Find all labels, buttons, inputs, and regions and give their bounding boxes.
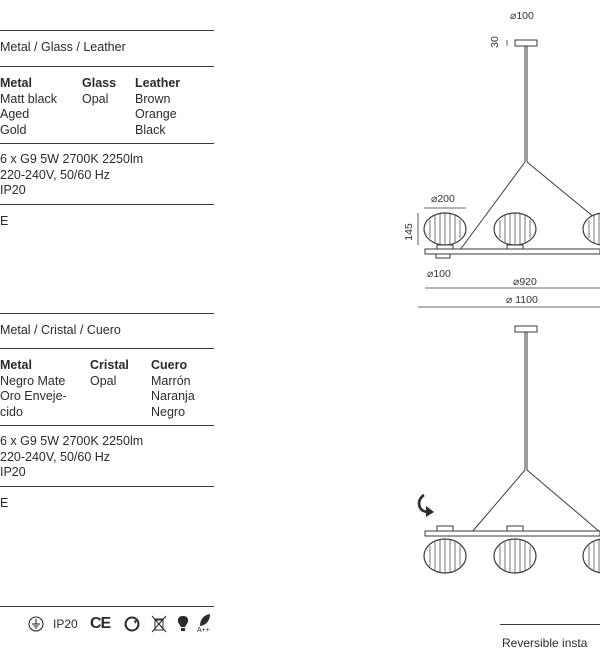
lamp-holder bbox=[506, 525, 524, 532]
shade-height-label: 145 bbox=[402, 223, 415, 241]
lamp-holder bbox=[436, 525, 454, 532]
divider bbox=[0, 30, 214, 31]
finish-item: Brown bbox=[135, 91, 171, 106]
spec-line: IP20 bbox=[0, 183, 26, 197]
support-cable bbox=[471, 469, 526, 533]
divider bbox=[500, 624, 600, 625]
spec-line: 6 x G9 5W 2700K 2250lm bbox=[0, 152, 144, 166]
finish-item: Marrón bbox=[151, 373, 191, 388]
technical-drawing-top bbox=[417, 39, 600, 308]
glass-shade bbox=[582, 538, 600, 574]
horizontal-bar bbox=[424, 248, 600, 255]
finish-column-metal-es: Metal Negro Mate Oro Enveje- cido bbox=[0, 358, 67, 420]
horizontal-bar bbox=[424, 530, 600, 537]
finish-column-cuero-es: Cuero Marrón Naranja Negro bbox=[151, 358, 195, 420]
glass-shade bbox=[423, 538, 467, 574]
inner-span-label: ⌀920 bbox=[513, 276, 537, 288]
rotate-arrow-icon bbox=[417, 493, 434, 517]
holder-diameter-label: ⌀100 bbox=[427, 268, 451, 280]
finish-item: Opal bbox=[90, 373, 117, 388]
bulb-icon bbox=[177, 616, 189, 631]
divider bbox=[0, 204, 214, 205]
finish-item: Negro Mate bbox=[0, 373, 66, 388]
certification-row: IP20 CE A++ bbox=[28, 612, 218, 638]
column-header: Glass bbox=[82, 76, 117, 90]
finish-item: Naranja bbox=[151, 389, 195, 403]
recycle-icon bbox=[124, 616, 140, 632]
finish-item: Opal bbox=[82, 91, 109, 106]
finish-item: Oro Enveje- bbox=[0, 389, 67, 403]
reversible-installation-label: Reversible insta bbox=[502, 636, 588, 650]
ceiling-canopy bbox=[514, 325, 538, 333]
materials-heading-es: Metal / Cristal / Cuero bbox=[0, 323, 121, 337]
technical-drawing-bottom bbox=[417, 325, 600, 574]
divider bbox=[0, 66, 214, 67]
canopy-height-label: 30 bbox=[488, 36, 501, 48]
glass-shade bbox=[493, 538, 537, 574]
spec-line: IP20 bbox=[0, 465, 26, 479]
specs-en: 6 x G9 5W 2700K 2250lm 220-240V, 50/60 H… bbox=[0, 152, 143, 199]
finish-column-leather-en: Leather Brown Orange Black bbox=[135, 76, 180, 138]
ce-mark-icon: CE bbox=[90, 615, 111, 632]
column-header: Cristal bbox=[90, 358, 129, 372]
support-cable bbox=[459, 161, 526, 251]
finish-column-cristal-es: Cristal Opal bbox=[90, 358, 129, 389]
canopy-diameter-label: ⌀100 bbox=[510, 10, 534, 22]
column-header: Metal bbox=[0, 76, 32, 90]
finish-item: Orange bbox=[135, 107, 177, 121]
divider bbox=[0, 486, 214, 487]
column-header: Cuero bbox=[151, 358, 188, 372]
divider bbox=[0, 348, 214, 349]
finish-item: cido bbox=[0, 404, 23, 419]
glass-shade bbox=[582, 212, 600, 246]
shade-diameter-label: ⌀200 bbox=[431, 193, 455, 205]
support-cable bbox=[526, 469, 600, 533]
truncated-text-es: E bbox=[0, 496, 9, 510]
divider bbox=[0, 143, 214, 144]
spec-line: 220-240V, 50/60 Hz bbox=[0, 449, 111, 464]
finish-item: Black bbox=[135, 122, 166, 137]
weee-bin-icon bbox=[151, 615, 167, 633]
energy-class-label: A++ bbox=[197, 627, 210, 634]
glass-shade bbox=[423, 212, 467, 250]
finish-item: Aged bbox=[0, 107, 30, 121]
column-header: Leather bbox=[135, 76, 181, 90]
ground-symbol-icon bbox=[28, 616, 44, 632]
materials-heading-en: Metal / Glass / Leather bbox=[0, 40, 126, 54]
spec-line: 220-240V, 50/60 Hz bbox=[0, 167, 111, 182]
glass-shade bbox=[493, 212, 537, 250]
finish-column-glass-en: Glass Opal bbox=[82, 76, 116, 107]
divider bbox=[0, 313, 214, 314]
finish-item: Gold bbox=[0, 122, 27, 137]
column-header: Metal bbox=[0, 358, 32, 372]
total-span-label: ⌀ 1100 bbox=[506, 294, 538, 306]
ceiling-canopy bbox=[514, 39, 538, 47]
spec-line: 6 x G9 5W 2700K 2250lm bbox=[0, 434, 144, 448]
finish-item: Negro bbox=[151, 404, 186, 419]
support-cable bbox=[526, 161, 600, 223]
divider bbox=[0, 425, 214, 426]
finish-item: Matt black bbox=[0, 91, 57, 106]
divider bbox=[0, 606, 214, 607]
finish-column-metal-en: Metal Matt black Aged Gold bbox=[0, 76, 57, 138]
ip-rating-label: IP20 bbox=[53, 617, 78, 631]
energy-leaf-icon bbox=[200, 614, 210, 626]
specs-es: 6 x G9 5W 2700K 2250lm 220-240V, 50/60 H… bbox=[0, 434, 143, 481]
truncated-text-en: E bbox=[0, 214, 9, 228]
lamp-holder bbox=[435, 253, 451, 259]
